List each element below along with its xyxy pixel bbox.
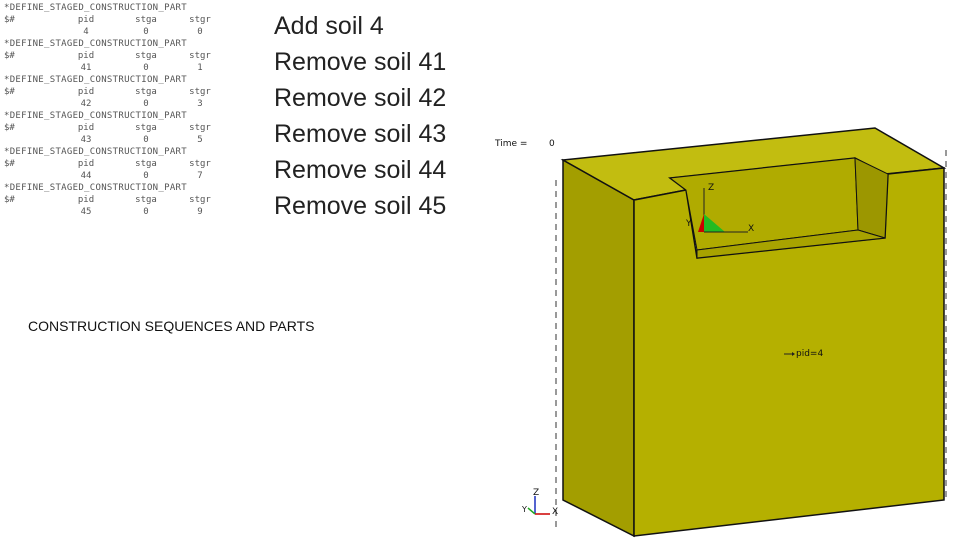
pit-floor — [696, 229, 886, 259]
step-remove-soil: Remove soil 42 — [274, 84, 447, 112]
header-stgr: stgr — [189, 123, 211, 133]
comment-marker: $# — [4, 195, 15, 205]
header-stga: stga — [135, 123, 157, 133]
value-stga: 0 — [143, 99, 149, 109]
step-remove-soil: Remove soil 43 — [274, 120, 447, 148]
value-stgr: 1 — [197, 63, 203, 73]
value-pid: 42 — [80, 99, 92, 109]
step-add-soil: Add soil 4 — [274, 12, 384, 40]
header-stga: stga — [135, 159, 157, 169]
block-left-face — [562, 158, 635, 538]
value-stga: 0 — [143, 171, 149, 181]
comment-marker: $# — [4, 51, 15, 61]
header-stgr: stgr — [189, 51, 211, 61]
local-axis-triad: Z Y X — [685, 183, 754, 234]
header-pid: pid — [77, 51, 95, 61]
local-z-label: Z — [708, 183, 714, 193]
local-y-label: Y — [685, 219, 692, 229]
value-stga: 0 — [143, 27, 149, 37]
header-stga: stga — [135, 87, 157, 97]
step-remove-soil: Remove soil 44 — [274, 156, 447, 184]
value-pid: 4 — [83, 27, 89, 37]
header-pid: pid — [77, 87, 95, 97]
keyword-line: *DEFINE_STAGED_CONSTRUCTION_PART — [4, 75, 187, 85]
value-stgr: 7 — [197, 171, 203, 181]
header-pid: pid — [77, 123, 95, 133]
value-stgr: 9 — [197, 207, 203, 217]
y-axis-arrow — [698, 214, 704, 232]
header-stgr: stgr — [189, 15, 211, 25]
value-stgr: 3 — [197, 99, 203, 109]
construction-steps: Add soil 4 Remove soil 41 Remove soil 42… — [274, 8, 446, 224]
value-stgr: 0 — [197, 27, 203, 37]
soil-model-view: Z Y X pid=4 Z X Y — [521, 127, 947, 538]
comment-marker: $# — [4, 15, 15, 25]
header-pid: pid — [77, 159, 95, 169]
global-z-label: Z — [533, 488, 539, 498]
header-stga: stga — [135, 51, 157, 61]
comment-marker: $# — [4, 87, 15, 97]
comment-marker: $# — [4, 159, 15, 169]
step-remove-soil: Remove soil 45 — [274, 192, 447, 220]
time-value: 0 — [549, 139, 555, 149]
header-stgr: stgr — [189, 159, 211, 169]
header-pid: pid — [77, 15, 95, 25]
value-pid: 43 — [80, 135, 92, 145]
keyword-listing: *DEFINE_STAGED_CONSTRUCTION_PART $# pid st… — [4, 2, 226, 218]
header-stga: stga — [135, 15, 157, 25]
comment-marker: $# — [4, 123, 15, 133]
global-y-axis — [527, 507, 536, 515]
value-pid: 41 — [80, 63, 92, 73]
value-stgr: 5 — [197, 135, 203, 145]
keyword-line: *DEFINE_STAGED_CONSTRUCTION_PART — [4, 111, 187, 121]
keyword-line: *DEFINE_STAGED_CONSTRUCTION_PART — [4, 39, 187, 49]
header-stga: stga — [135, 195, 157, 205]
global-x-label: X — [552, 507, 558, 517]
global-axis-triad: Z X Y — [521, 488, 558, 517]
keyword-line: *DEFINE_STAGED_CONSTRUCTION_PART — [4, 183, 187, 193]
part-label: pid=4 — [784, 349, 823, 359]
section-title: CONSTRUCTION SEQUENCES AND PARTS — [28, 318, 315, 334]
value-stga: 0 — [143, 63, 149, 73]
keyword-line: *DEFINE_STAGED_CONSTRUCTION_PART — [4, 3, 187, 13]
value-pid: 45 — [80, 207, 92, 217]
time-label: Time = — [495, 139, 528, 149]
header-stgr: stgr — [189, 195, 211, 205]
keyword-line: *DEFINE_STAGED_CONSTRUCTION_PART — [4, 147, 187, 157]
local-x-label: X — [748, 224, 754, 234]
header-pid: pid — [77, 195, 95, 205]
part-id-label: pid=4 — [796, 349, 823, 359]
step-remove-soil: Remove soil 41 — [274, 48, 447, 76]
value-stga: 0 — [143, 135, 149, 145]
header-stgr: stgr — [189, 87, 211, 97]
global-y-label: Y — [521, 505, 527, 514]
value-pid: 44 — [80, 171, 92, 181]
x-axis-arrow — [704, 214, 725, 232]
value-stga: 0 — [143, 207, 149, 217]
